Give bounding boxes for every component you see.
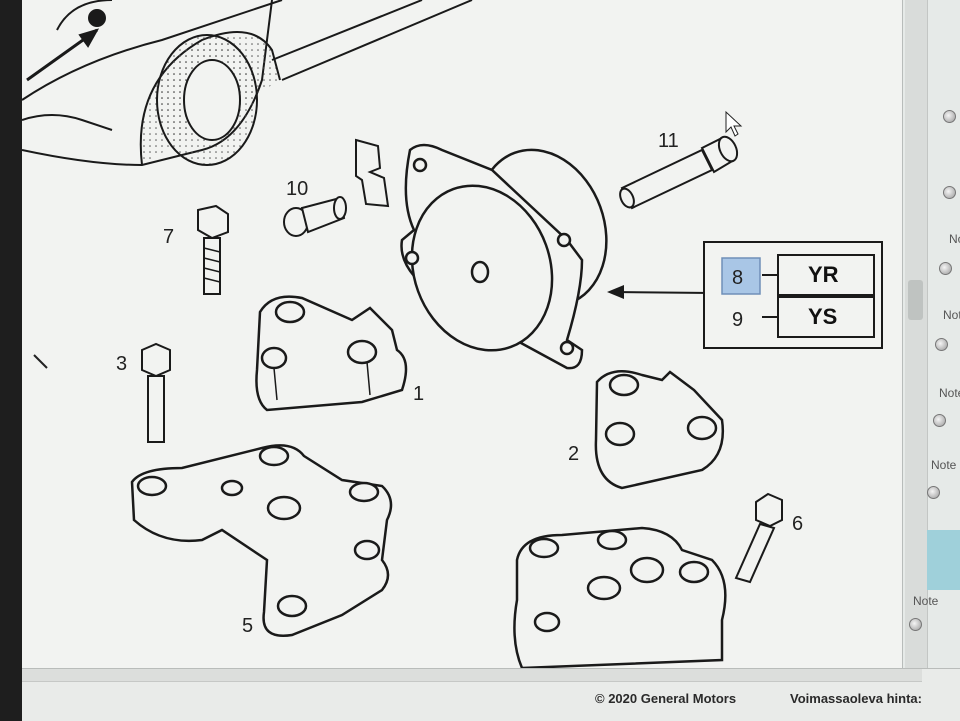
copyright-text: © 2020 General Motors [595, 691, 737, 706]
callout-2: 2 [568, 443, 579, 465]
callout-5: 3 [116, 353, 127, 375]
mount-bracket-2 [594, 370, 725, 490]
housing-assembly [400, 143, 608, 370]
callout-6: 6 [792, 513, 803, 535]
note-label: Note [913, 594, 939, 608]
side-scrollbar[interactable] [905, 0, 928, 668]
mount-bracket-4 [513, 526, 727, 668]
variant-legend: 8 9 YR YS [703, 241, 883, 349]
mount-bracket-1 [255, 295, 408, 412]
note-label: Note [943, 308, 960, 322]
radio-button[interactable] [909, 618, 922, 631]
leader-arrow [611, 291, 713, 294]
bolt-6 [734, 492, 783, 584]
clip-bracket [355, 138, 390, 208]
radio-button[interactable] [939, 262, 952, 275]
radio-button[interactable] [935, 338, 948, 351]
callout-3: 5 [242, 615, 253, 637]
bolt-5 [141, 342, 171, 443]
legend-item-8-highlight[interactable] [721, 257, 761, 295]
note-label: Note [931, 458, 957, 472]
vehicle-outline [22, 0, 473, 167]
legend-item-9[interactable]: 9 [732, 309, 743, 331]
radio-button[interactable] [943, 110, 956, 123]
highlighted-row[interactable] [927, 530, 960, 590]
callout-1: 1 [413, 383, 424, 405]
legend-item-8[interactable]: 8 [732, 267, 743, 289]
legend-code-ys[interactable]: YS [808, 304, 837, 329]
radio-button[interactable] [927, 486, 940, 499]
callout-10: 10 [286, 178, 308, 200]
application-screen: 7 10 [22, 0, 960, 721]
radio-button[interactable] [933, 414, 946, 427]
mount-bracket-3 [130, 444, 393, 637]
mouse-cursor-icon [725, 110, 743, 137]
scroll-thumb[interactable] [908, 280, 923, 320]
side-panel: Note Note Note Note Note [902, 0, 960, 668]
bolt-10 [283, 196, 347, 237]
arrow-head [607, 285, 624, 299]
bolt-11 [619, 135, 739, 210]
radio-button[interactable] [943, 186, 956, 199]
status-footer: © 2020 General Motors Voimassaoleva hint… [22, 668, 960, 721]
horizontal-scrollbar[interactable] [22, 669, 922, 682]
callout-11: 11 [658, 130, 679, 152]
exploded-parts-diagram: 7 10 [22, 0, 902, 668]
legend-code-yr[interactable]: YR [808, 262, 839, 287]
callout-7: 7 [163, 226, 174, 248]
note-label: Note [949, 232, 960, 246]
note-label: Note [939, 386, 960, 400]
bolt-7 [197, 204, 229, 295]
price-label: Voimassaoleva hinta: [790, 691, 922, 706]
